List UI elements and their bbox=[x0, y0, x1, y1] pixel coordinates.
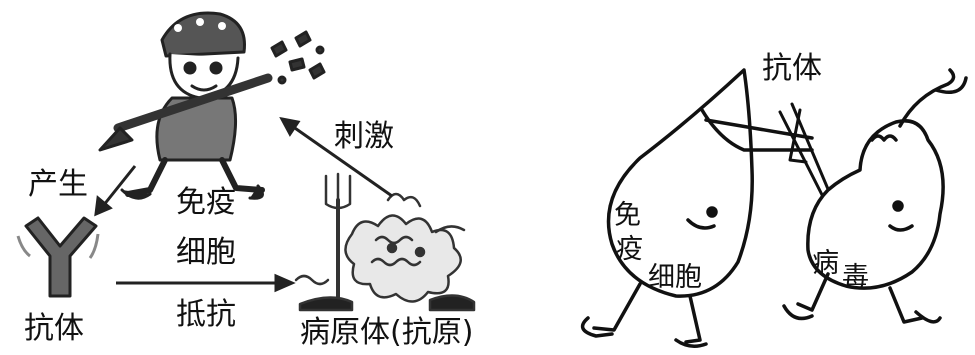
pathogen-cluster-illustration bbox=[294, 172, 476, 312]
virus-creature bbox=[806, 119, 945, 290]
arrow-stimulate-head bbox=[279, 116, 301, 137]
immune-cell-label-line-1: 免疫 bbox=[176, 185, 236, 220]
arrow-stimulate bbox=[291, 124, 393, 198]
antibody-spear-fight-illustration bbox=[580, 68, 968, 348]
virus-label-char-2: 毒 bbox=[842, 262, 869, 293]
immune-cell-label-line-2: 细胞 bbox=[176, 235, 236, 270]
immune-cell-char-2: 疫 bbox=[616, 234, 643, 265]
immune-cell-label-line-3: 抵抗 bbox=[176, 297, 236, 332]
antibody-y-icon bbox=[16, 216, 100, 298]
arrow-resist-head bbox=[274, 273, 296, 293]
immune-cell-creature bbox=[606, 68, 754, 298]
immune-cell-char-3: 细胞 bbox=[648, 262, 702, 293]
spear-antibody-label: 抗体 bbox=[762, 51, 822, 86]
pathogen-label: 病原体(抗原) bbox=[300, 315, 474, 350]
stimulate-label: 刺激 bbox=[334, 119, 394, 154]
virus-label-char-1: 病 bbox=[812, 248, 839, 279]
arrow-produce-head bbox=[94, 195, 113, 217]
antibody-label: 抗体 bbox=[24, 311, 84, 346]
flow-arrows bbox=[94, 116, 393, 293]
immune-cell-char-1: 免 bbox=[614, 200, 641, 231]
arrow-produce bbox=[101, 165, 137, 207]
produce-label: 产生 bbox=[28, 167, 88, 202]
immune-cell-soldier-illustration bbox=[98, 11, 326, 200]
